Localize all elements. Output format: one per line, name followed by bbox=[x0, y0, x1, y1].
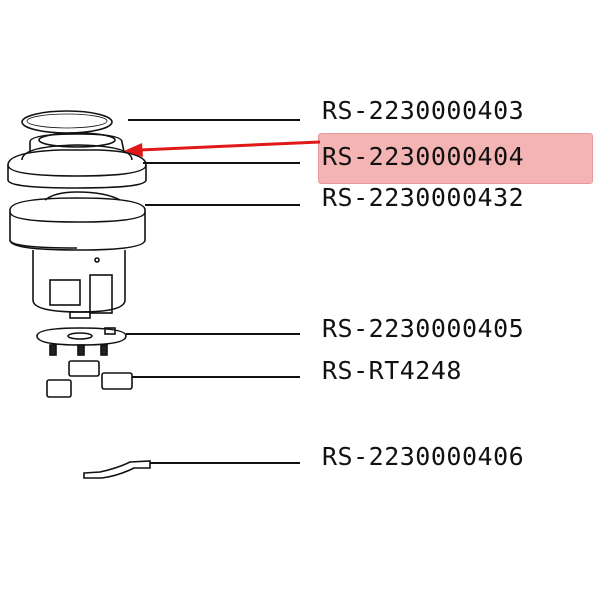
part-label-405: RS-2230000405 bbox=[322, 314, 525, 343]
motor-part bbox=[9, 191, 146, 319]
highlight-box bbox=[318, 133, 593, 184]
part-label-rt4248: RS-RT4248 bbox=[322, 356, 462, 385]
base-plate-part bbox=[36, 327, 127, 356]
damper-blocks-part bbox=[46, 360, 133, 398]
part-label-406: RS-2230000406 bbox=[322, 442, 525, 471]
red-arrow bbox=[124, 140, 321, 157]
part-label-432: RS-2230000432 bbox=[322, 183, 525, 212]
motor-cover-part bbox=[7, 132, 147, 189]
gasket-ring-part bbox=[21, 110, 113, 134]
leader-lines bbox=[126, 119, 300, 464]
part-label-404: RS-2230000404 bbox=[322, 142, 525, 171]
wire-connector-part bbox=[83, 460, 151, 479]
part-label-403: RS-2230000403 bbox=[322, 96, 525, 125]
